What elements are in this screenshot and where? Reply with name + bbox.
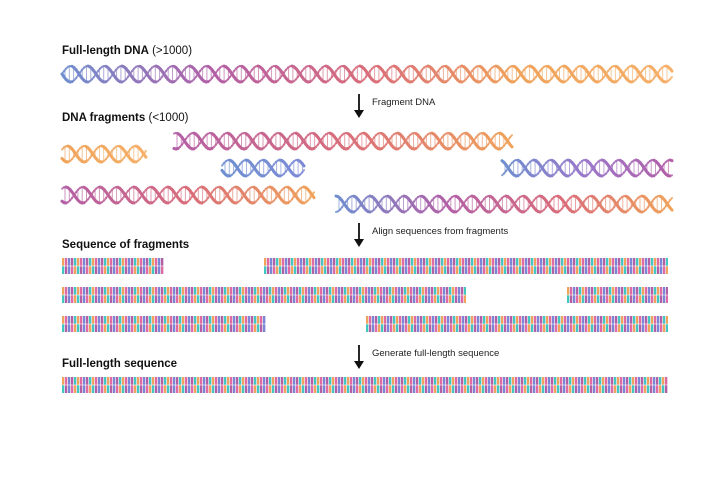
helix-fragment-4 [500,158,674,178]
helix-full-length-dna [60,64,674,84]
step-label: Generate full-length sequence [372,348,500,359]
helix-fragment-3 [220,158,306,178]
down-arrow-icon [354,223,364,247]
down-arrow-icon [354,345,364,369]
helix-fragment-2 [172,131,514,151]
heading-full-length-sequence: Full-length sequence [62,358,178,370]
heading-sequence-of-fragments: Sequence of fragments [62,239,190,251]
sequence-bar-fragment-6 [366,316,668,332]
sequence-bar-fragment-3 [62,287,466,303]
sequence-bar-fragment-1 [62,258,164,274]
helix-fragment-6 [334,194,674,214]
helix-fragment-1 [60,144,148,164]
sequence-bar-fragment-4 [567,287,668,303]
helix-fragment-5 [60,185,316,205]
sequence-bar-fragment-2 [264,258,668,274]
down-arrow-icon [354,94,364,118]
step-label: Fragment DNA [372,97,436,108]
sequence-bar-fragment-5 [62,316,266,332]
sequence-bar-full-length [62,377,668,393]
heading-full-length-dna: Full-length DNA (>1000) [62,45,193,57]
step-label: Align sequences from fragments [372,226,509,237]
heading-dna-fragments: DNA fragments (<1000) [62,112,189,124]
